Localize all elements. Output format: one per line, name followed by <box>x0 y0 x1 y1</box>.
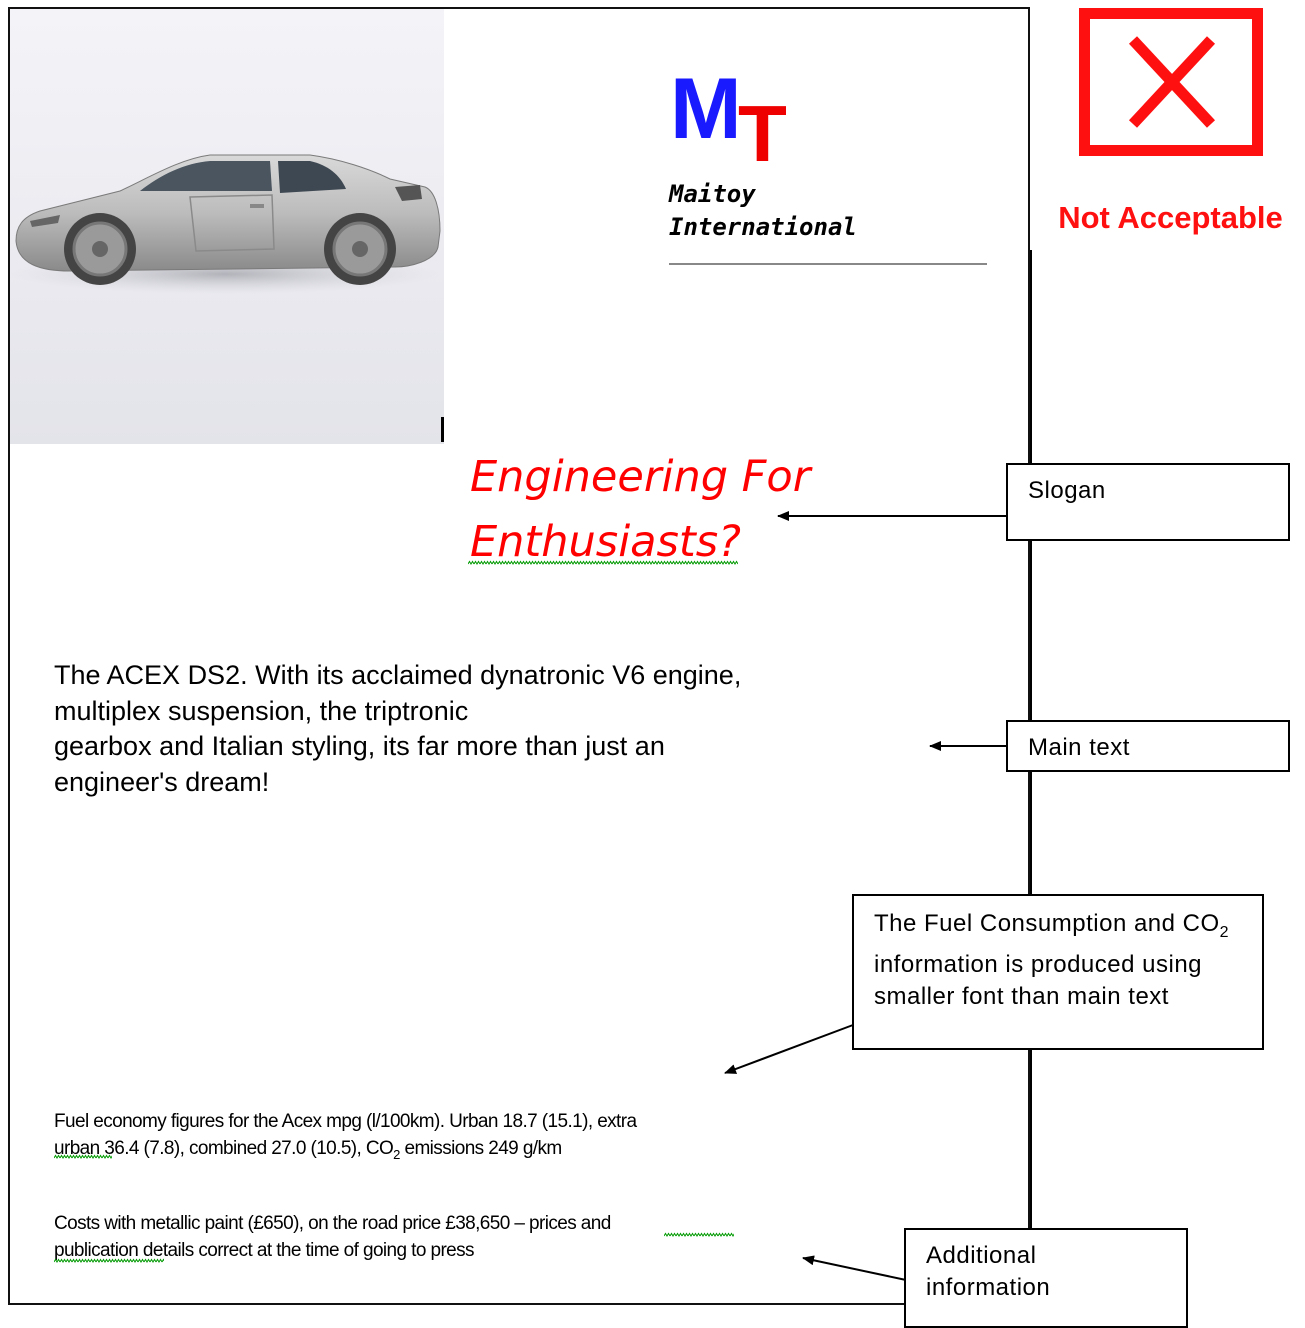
text-cursor <box>441 417 444 442</box>
spellcheck-underline <box>54 1258 164 1264</box>
annotation-vertical-line <box>1030 250 1032 1305</box>
cost-text: Costs with metallic paint (£650), on the… <box>54 1210 834 1264</box>
company-name: Maitoy International <box>669 180 857 241</box>
spellcheck-underline <box>664 1232 734 1238</box>
callout-main-text: Main text <box>1006 720 1290 772</box>
fuel-text-line: urban 36.4 (7.8), combined 27.0 (10.5), … <box>54 1138 562 1162</box>
cost-text-line: Costs with metallic paint (£650), on the… <box>54 1213 611 1234</box>
spellcheck-underline <box>54 1154 112 1160</box>
car-photo <box>10 9 444 444</box>
logo-divider <box>669 263 987 265</box>
logo-letter-t: T <box>738 89 787 178</box>
not-acceptable-label: Not Acceptable <box>1058 200 1283 235</box>
advert-page-border <box>8 7 1030 1305</box>
x-cross-icon <box>1079 8 1263 156</box>
main-body-text: The ACEX DS2. With its acclaimed dynatro… <box>54 658 884 800</box>
additional-info-arrow <box>802 1255 907 1281</box>
callout-fuel-info: The Fuel Consumption and CO2 information… <box>852 894 1264 1050</box>
fuel-text-line: Fuel economy figures for the Acex mpg (l… <box>54 1111 637 1132</box>
main-text-line: multiplex suspension, the triptronic <box>54 695 469 726</box>
main-text-line: gearbox and Italian styling, its far mor… <box>54 731 665 761</box>
fuel-economy-text: Fuel economy figures for the Acex mpg (l… <box>54 1108 834 1168</box>
cost-text-line: publication details correct at the time … <box>54 1240 475 1261</box>
fuel-info-arrow <box>724 1024 854 1074</box>
main-text-line: The ACEX DS2. With its acclaimed dynatro… <box>54 660 742 690</box>
logo-letter-m: M <box>670 61 742 157</box>
callout-slogan: Slogan <box>1006 463 1290 541</box>
spellcheck-underline <box>468 560 738 566</box>
slogan-text: Engineering For Enthusiasts? <box>470 452 811 567</box>
main-text-line: engineer's dream! <box>54 766 270 797</box>
callout-additional-info: Additional information <box>904 1228 1188 1328</box>
